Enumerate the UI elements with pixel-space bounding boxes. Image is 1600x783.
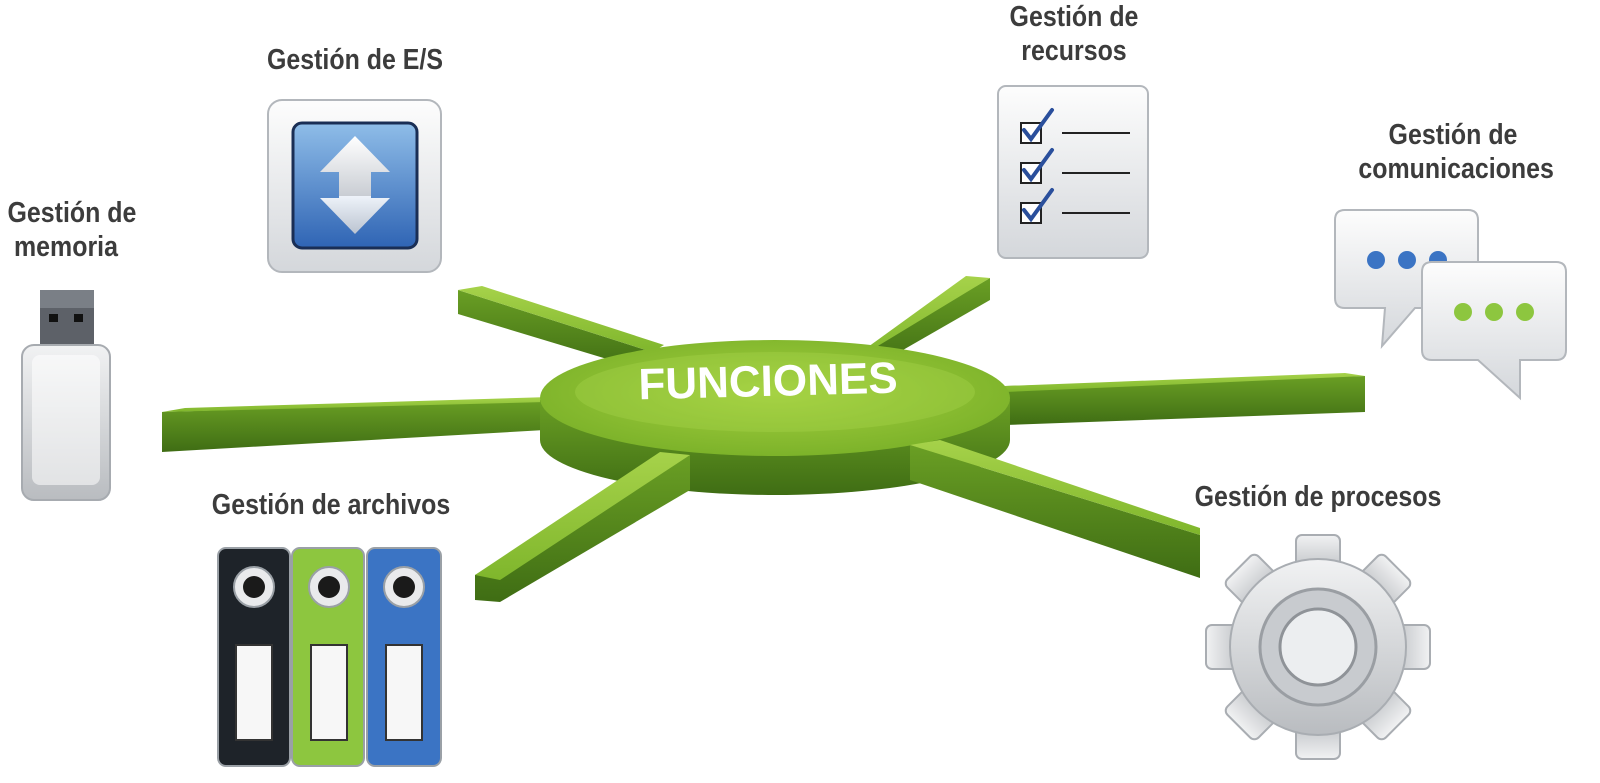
label-memoria-line2: memoria (14, 231, 118, 263)
label-memoria-line1: Gestión de (7, 197, 137, 229)
spoke-lower-right (910, 440, 1200, 578)
label-comunicaciones-line1: Gestión de (1388, 119, 1518, 151)
label-gestion-procesos: Gestión de procesos (1194, 481, 1442, 513)
io-arrows-icon (267, 99, 442, 273)
label-comunicaciones-line2: comunicaciones (1358, 153, 1554, 185)
label-recursos-line1: Gestión de (1009, 1, 1139, 33)
center-label: FUNCIONES (638, 354, 898, 410)
spoke-upper-left (458, 286, 664, 372)
label-gestion-archivos: Gestión de archivos (211, 489, 451, 521)
label-gestion-comunicaciones: Gestión de comunicaciones (1358, 118, 1554, 186)
spoke-lower-left (475, 452, 690, 602)
checklist-icon (997, 85, 1149, 259)
label-recursos-line2: recursos (1021, 35, 1127, 67)
spoke-left (162, 397, 550, 452)
label-gestion-memoria: Gestión de memoria (7, 196, 137, 264)
spoke-right (1005, 373, 1365, 425)
binders-icon (217, 547, 442, 767)
gear-icon (1205, 534, 1431, 760)
label-gestion-recursos: Gestión de recursos (1005, 0, 1143, 68)
usb-drive-icon (21, 290, 111, 501)
label-gestion-es: Gestión de E/S (266, 44, 444, 76)
chat-bubbles-icon (1334, 209, 1567, 401)
